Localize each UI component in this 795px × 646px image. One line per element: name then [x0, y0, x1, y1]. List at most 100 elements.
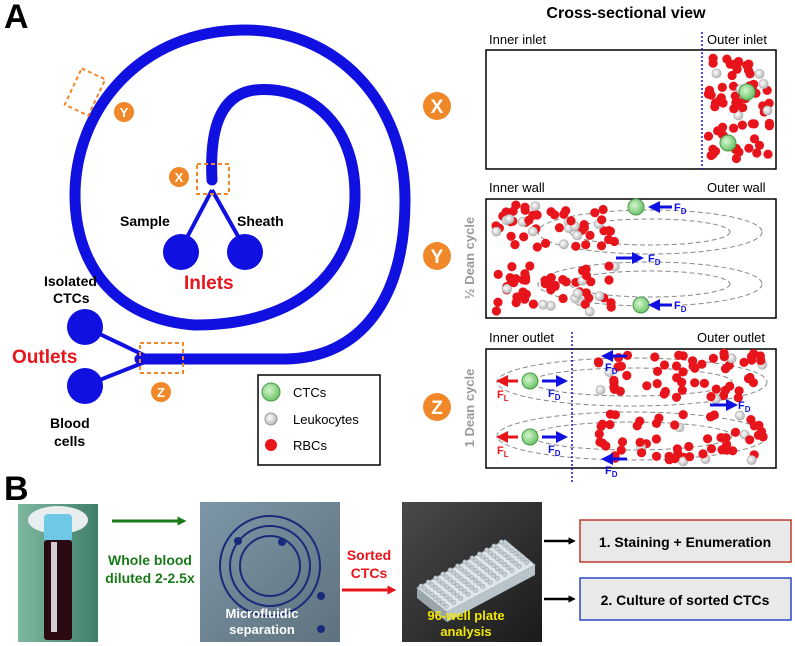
legend-ctc-label: CTCs: [293, 385, 327, 400]
plate-well: [465, 591, 471, 597]
rbc-cell: [708, 58, 718, 68]
plate-well: [465, 582, 471, 587]
rbc-cell: [671, 392, 682, 402]
rbc-cell: [617, 437, 628, 447]
rbc-cell: [745, 435, 755, 445]
plate-well: [491, 563, 497, 569]
section-z-force-labels: FL FL FD FD FD FD FD: [497, 362, 751, 479]
rbc-cell: [604, 275, 614, 285]
rbc-cell: [554, 223, 565, 233]
staining-box: [579, 519, 792, 563]
plate-well: [480, 574, 486, 579]
leukocyte-cell: [604, 367, 615, 377]
plate-well: [455, 563, 460, 569]
svg-text:FL: FL: [497, 445, 509, 459]
rbc-cell: [581, 271, 592, 281]
leukocyte-cell: [530, 201, 541, 212]
rbc-cell: [597, 215, 607, 225]
rbc-cell: [710, 146, 721, 156]
rbc-cell: [734, 386, 744, 396]
rbc-cell: [684, 441, 694, 452]
plate-well: [509, 548, 515, 554]
marker-box-x: [196, 163, 230, 195]
rbc-cell: [528, 299, 539, 309]
isolated-label-2: CTCs: [53, 290, 90, 306]
rbc-cell: [730, 427, 741, 437]
rbc-cell: [719, 352, 729, 362]
blood-cells-label-2: cells: [54, 433, 85, 449]
rbc-cell: [520, 269, 530, 279]
rbc-cell: [566, 216, 576, 226]
plate-well: [480, 583, 486, 589]
plate-well: [447, 596, 453, 602]
rbc-cell: [716, 433, 726, 443]
rbc-cell: [722, 54, 732, 64]
rbc-cell: [720, 385, 731, 395]
plate-well: [502, 562, 508, 567]
plate-well: [451, 570, 457, 576]
plate-well: [487, 570, 493, 575]
rbc-cell: [609, 384, 620, 394]
rbc-cell: [728, 81, 739, 91]
legend-ctc-swatch: [261, 382, 281, 402]
legend-leukocyte-label: Leukocytes: [293, 412, 359, 427]
blood-tube-photo: [18, 504, 98, 642]
spiral-channel: [69, 24, 411, 365]
marker-box-y: [63, 67, 107, 117]
plate-well: [433, 575, 439, 581]
rbc-cell: [594, 429, 604, 439]
inner-wall-label: Inner wall: [489, 180, 545, 195]
legend-leukocyte-swatch: [264, 412, 278, 426]
plate-well: [473, 578, 478, 583]
plate-well: [476, 580, 482, 586]
plate-well: [429, 592, 435, 598]
plate-well: [418, 583, 424, 589]
svg-text:FD: FD: [548, 444, 561, 458]
svg-text:FD: FD: [548, 388, 561, 402]
plate-well: [436, 598, 442, 603]
rbc-cell: [727, 70, 737, 81]
plate-well: [473, 558, 479, 564]
rbc-cell: [510, 240, 520, 250]
leukocyte-cell: [595, 385, 606, 395]
plate-well: [469, 584, 475, 590]
plate-well: [462, 569, 468, 575]
plate-well: [432, 595, 438, 601]
ctc-outlet-port: [67, 309, 103, 345]
svg-text:FL: FL: [497, 389, 509, 403]
rbc-cell: [520, 294, 530, 304]
blood-cells-label-1: Blood: [50, 415, 90, 431]
rbc-cell: [508, 206, 518, 216]
rbc-cell: [651, 451, 662, 461]
rbc-cell: [710, 102, 720, 112]
section-y-force-labels: FD FD FD: [648, 202, 687, 314]
microfluidic-label-2: separation: [229, 622, 295, 637]
svg-text:FD: FD: [605, 362, 618, 376]
rbc-cell: [596, 421, 606, 431]
leukocyte-cell: [528, 226, 538, 237]
rbc-cell: [749, 134, 760, 144]
rbc-cell: [674, 350, 684, 360]
sheath-inlet-port: [227, 234, 263, 270]
plate-well: [443, 603, 449, 609]
leukocyte-cell: [572, 288, 583, 299]
plate-well: [505, 564, 511, 570]
rbc-cell: [749, 349, 759, 359]
plate-well: [495, 556, 500, 562]
plate-well: [502, 552, 508, 558]
plate-well: [480, 554, 486, 560]
rbc-cell: [660, 386, 671, 397]
rbc-cell: [616, 361, 627, 371]
rbc-cell: [546, 207, 556, 217]
sample-label: Sample: [120, 213, 170, 229]
legend-rbc-label: RBCs: [293, 438, 327, 453]
section-x-cells: [703, 53, 775, 164]
rbc-cell: [690, 378, 700, 388]
rbc-cell: [650, 352, 660, 362]
rbc-cell: [579, 223, 590, 233]
panel-b-letter: B: [4, 470, 29, 508]
rbc-cell: [507, 262, 517, 272]
plate-well: [484, 557, 490, 563]
rbc-cell: [677, 385, 687, 395]
